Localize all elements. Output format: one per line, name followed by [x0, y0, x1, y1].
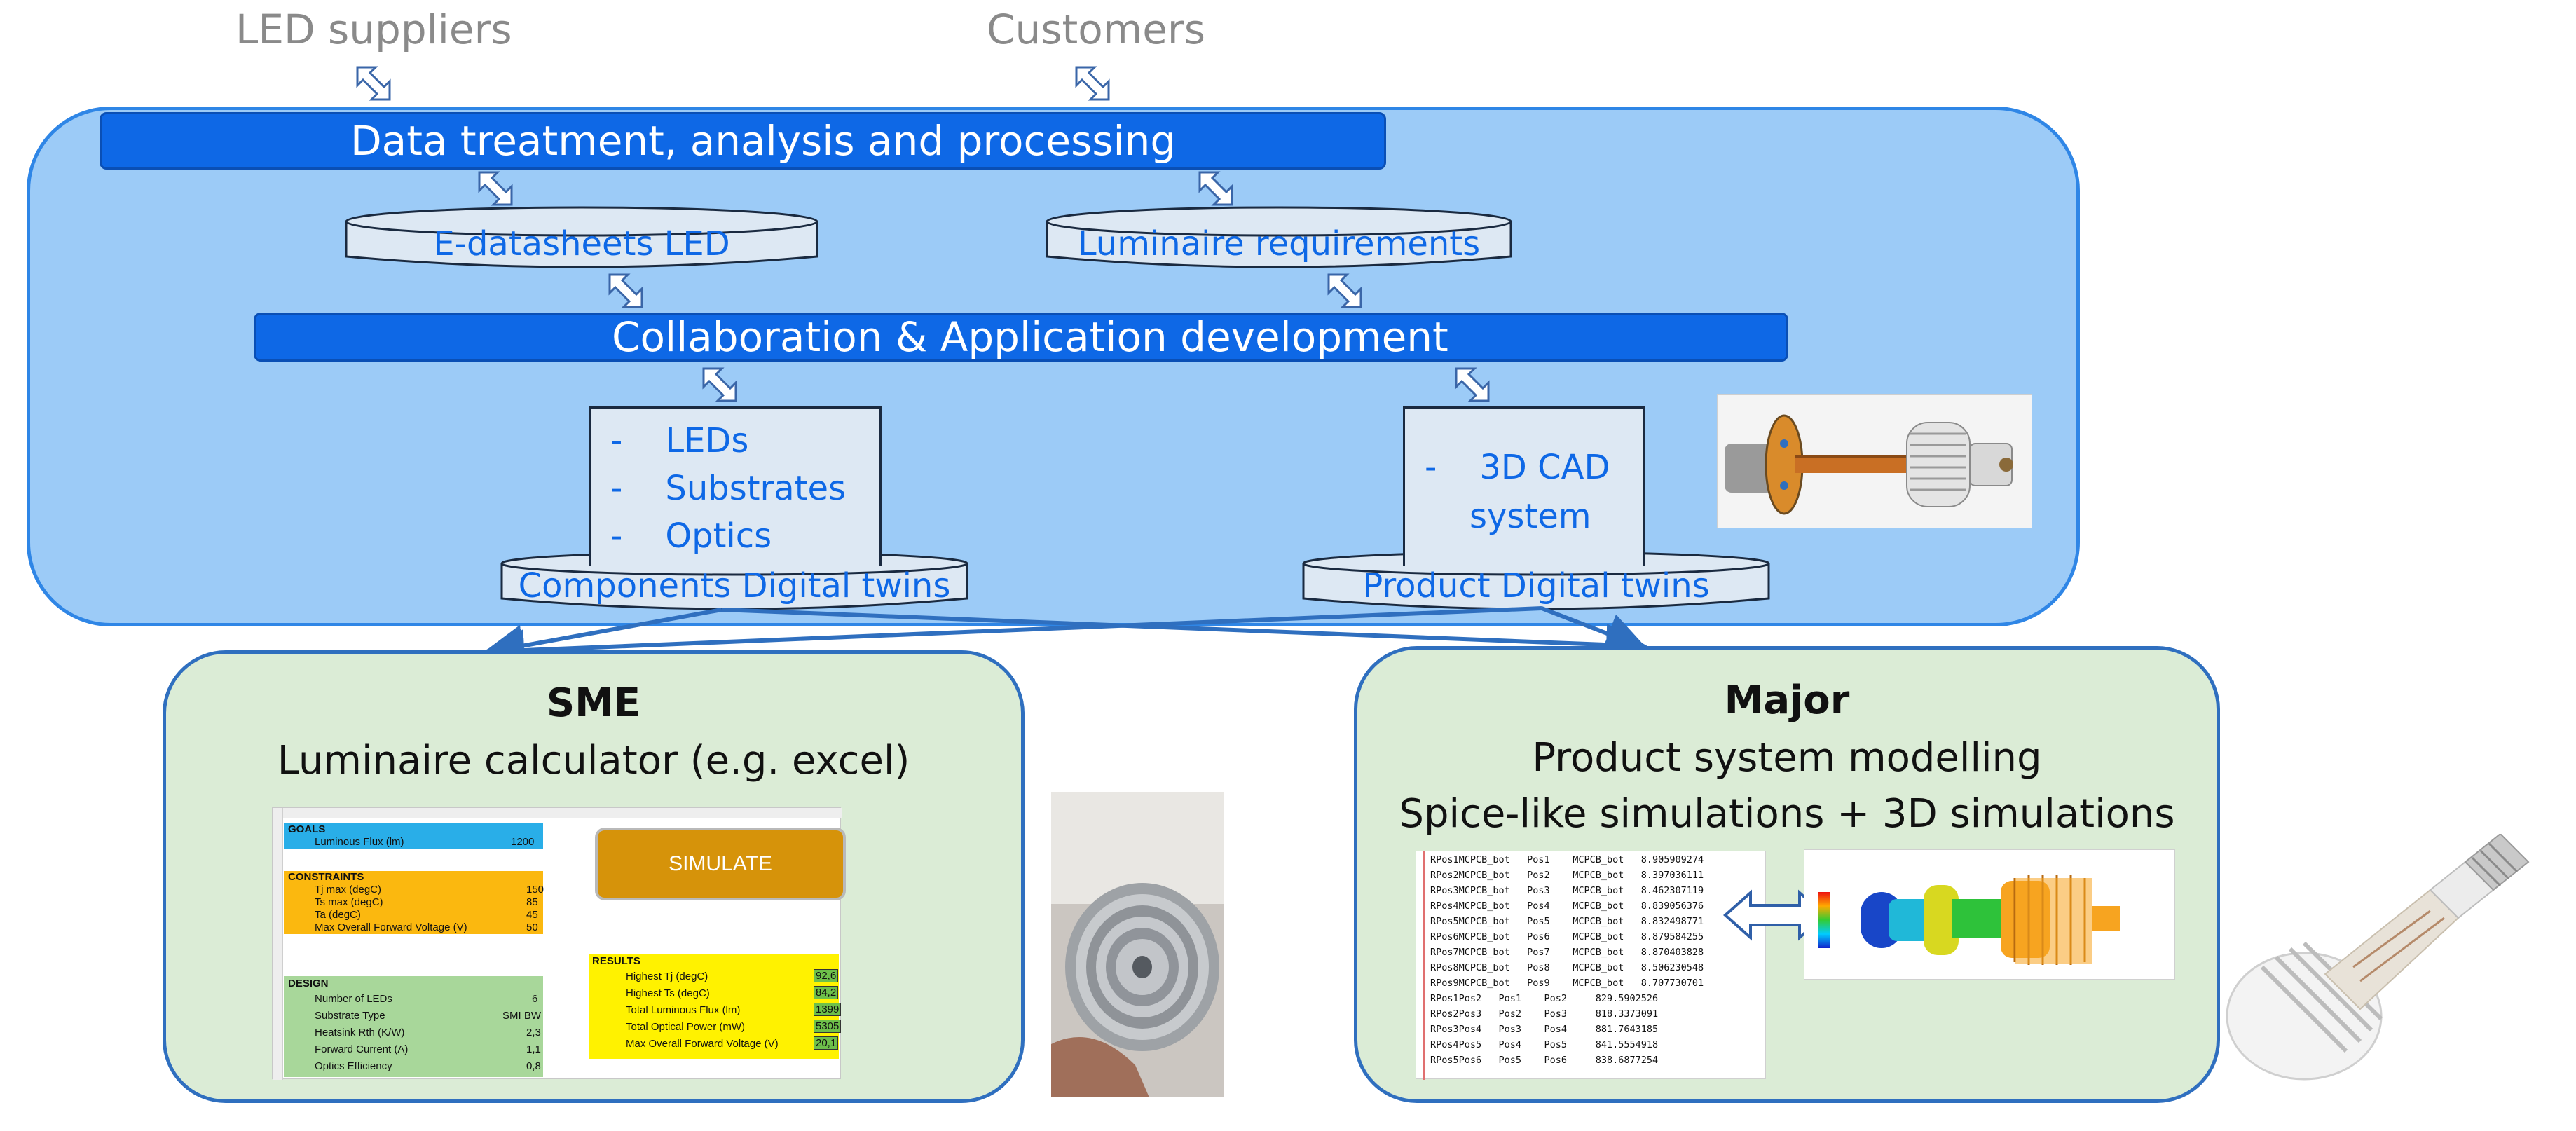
design-label: Heatsink Rth (K/W) [315, 1027, 405, 1039]
result-value: 92,6 [814, 969, 839, 982]
constraints-header: CONSTRAINTS [288, 871, 364, 883]
constraint-value: 85 [526, 896, 538, 908]
lamp-cad-image [1717, 394, 2032, 528]
goals-header: GOALS [288, 823, 326, 835]
excel-sheet: GOALS Luminous Flux (lm) 1200 CONSTRAINT… [272, 807, 846, 1080]
netlist-line: RPos3MCPCB_bot Pos3 MCPCB_bot 8.46230711… [1430, 885, 1704, 896]
column-header-row [273, 808, 842, 818]
constraint-label: Ta (degC) [315, 909, 361, 921]
design-value: 0,8 [526, 1060, 541, 1072]
result-label: Max Overall Forward Voltage (V) [626, 1038, 779, 1050]
collaboration-label: Collaboration & Application development [612, 313, 1448, 361]
major-title: Major [1724, 678, 1850, 723]
result-value: 84,2 [814, 986, 839, 999]
netlist-line: RPos5MCPCB_bot Pos5 MCPCB_bot 8.83249877… [1430, 916, 1704, 927]
design-label: Forward Current (A) [315, 1043, 409, 1055]
netlist-line: RPos4Pos5 Pos4 Pos5 841.5554918 [1430, 1039, 1659, 1050]
result-label: Total Optical Power (mW) [626, 1021, 746, 1033]
result-label: Total Luminous Flux (lm) [626, 1004, 741, 1016]
led-suppliers-label: LED suppliers [235, 6, 512, 53]
row-header-col [273, 808, 283, 1080]
result-label: Highest Ts (degC) [626, 987, 710, 999]
sme-title: SME [546, 680, 641, 726]
luminaire-requirements-database [1046, 206, 1512, 268]
collaboration-bar: Collaboration & Application development [254, 313, 1788, 362]
design-label: Optics Efficiency [315, 1060, 392, 1072]
goals-block [284, 823, 543, 849]
design-label: Number of LEDs [315, 993, 392, 1005]
product-item-system: system [1469, 497, 1591, 536]
design-value: SMI BW [502, 1010, 541, 1022]
product-list-box: - 3D CAD system [1403, 406, 1645, 566]
fem-heatmap-image [1804, 849, 2175, 980]
netlist-line: RPos3Pos4 Pos3 Pos4 881.7643185 [1430, 1024, 1659, 1035]
netlist-line: RPos8MCPCB_bot Pos8 MCPCB_bot 8.50623054… [1430, 962, 1704, 973]
heatsink-photo [1051, 792, 1224, 1097]
design-label: Substrate Type [315, 1010, 385, 1022]
customers-label: Customers [987, 6, 1205, 53]
constraint-label: Tj max (degC) [315, 884, 382, 896]
led-bulb-image [2220, 832, 2549, 1086]
constraint-value: 50 [526, 921, 538, 933]
netlist-line: RPos2Pos3 Pos2 Pos3 818.3373091 [1430, 1008, 1659, 1020]
components-digital-twins-label: Components Digital twins [518, 566, 951, 605]
product-digital-twins-label: Product Digital twins [1362, 566, 1710, 605]
results-block [589, 954, 839, 1059]
goal-value: 1200 [511, 836, 535, 848]
result-value: 5305 [814, 1020, 842, 1033]
design-value: 1,1 [526, 1043, 541, 1055]
data-treatment-bar: Data treatment, analysis and processing [100, 112, 1386, 170]
netlist-line: RPos1MCPCB_bot Pos1 MCPCB_bot 8.90590927… [1430, 854, 1704, 865]
goal-label: Luminous Flux (lm) [315, 836, 404, 848]
constraint-value: 45 [526, 909, 538, 921]
major-line1: Product system modelling [1532, 735, 2042, 781]
netlist-line: RPos2MCPCB_bot Pos2 MCPCB_bot 8.39703611… [1430, 870, 1704, 881]
design-value: 6 [532, 993, 538, 1005]
major-line2: Spice-like simulations + 3D simulations [1399, 791, 2175, 837]
constraint-label: Ts max (degC) [315, 896, 383, 908]
simulate-button[interactable]: SIMULATE [595, 828, 846, 900]
netlist-line: RPos1Pos2 Pos1 Pos2 829.5902526 [1430, 993, 1659, 1004]
netlist-line: RPos9MCPCB_bot Pos9 MCPCB_bot 8.70773070… [1430, 978, 1704, 989]
netlist-line: RPos7MCPCB_bot Pos7 MCPCB_bot 8.87040382… [1430, 947, 1704, 958]
e-datasheets-label: E-datasheets LED [433, 224, 730, 263]
constraint-value: 150 [526, 884, 544, 896]
design-header: DESIGN [288, 978, 329, 989]
results-header: RESULTS [592, 955, 640, 967]
e-datasheets-database [345, 206, 818, 268]
result-value: 1399 [814, 1003, 842, 1016]
netlist-line: RPos6MCPCB_bot Pos6 MCPCB_bot 8.87958425… [1430, 931, 1704, 942]
constraints-block [284, 871, 543, 934]
result-value: 20,1 [814, 1036, 839, 1050]
spice-netlist: RPos1MCPCB_bot Pos1 MCPCB_bot 8.90590927… [1416, 851, 1766, 1080]
sme-subtitle: Luminaire calculator (e.g. excel) [277, 738, 910, 783]
digital-platform-panel [27, 107, 2080, 626]
design-value: 2,3 [526, 1027, 541, 1039]
data-treatment-label: Data treatment, analysis and processing [350, 117, 1177, 165]
design-block [284, 976, 543, 1077]
netlist-line: RPos5Pos6 Pos5 Pos6 838.6877254 [1430, 1055, 1659, 1066]
constraint-label: Max Overall Forward Voltage (V) [315, 921, 467, 933]
netlist-line: RPos4MCPCB_bot Pos4 MCPCB_bot 8.83905637… [1430, 900, 1704, 912]
luminaire-requirements-label: Luminaire requirements [1077, 224, 1481, 263]
result-label: Highest Tj (degC) [626, 971, 708, 982]
product-item-3d-cad: - 3D CAD [1425, 448, 1610, 487]
